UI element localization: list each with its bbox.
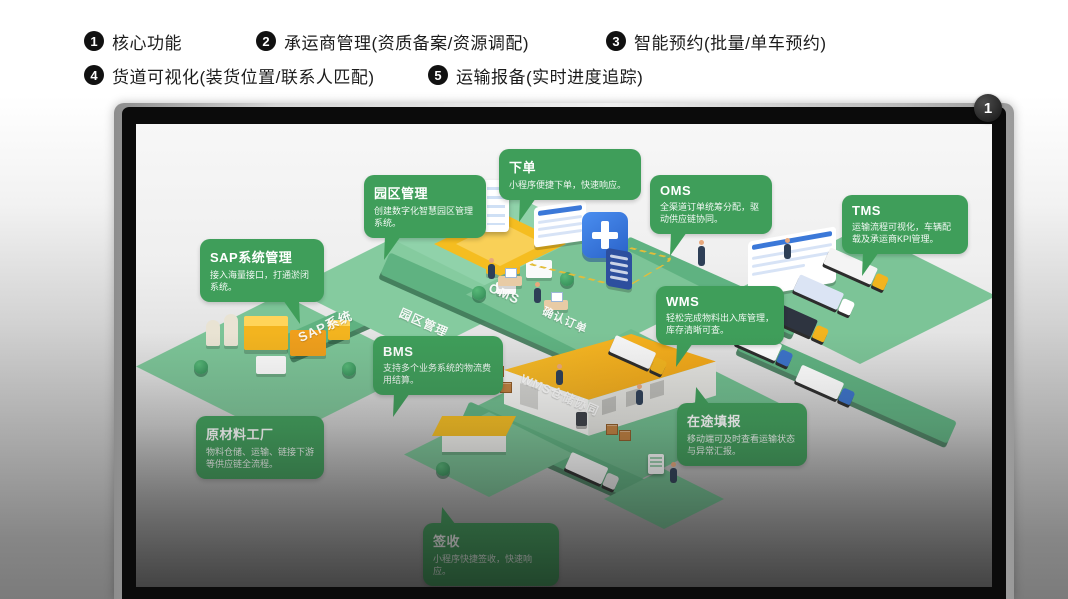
station-canopy (432, 416, 516, 436)
callout-sap: SAP系统管理 接入海量接口，打通淤闭系统。 (200, 239, 324, 325)
legend-item-core: 1 核心功能 (84, 30, 182, 53)
tree (342, 362, 356, 376)
tree (436, 462, 450, 476)
legend-item-lane-visibility: 4 货道可视化(装货位置/联系人匹配) (84, 64, 375, 87)
callout-desc: 小程序便捷下单，快速响应。 (509, 180, 627, 190)
crate (606, 424, 618, 435)
number-1-icon: 1 (84, 31, 104, 51)
callout-park-management: 园区管理 创建数字化智慧园区管理系统。 (364, 175, 486, 261)
number-3-icon: 3 (606, 31, 626, 51)
monitor-frame: SAP系统 园区管理 OMS 确认订单 WMS仓储协同 (114, 103, 1014, 599)
number-5-icon: 5 (428, 65, 448, 85)
callout-sign-receipt: 签收 小程序快捷签收，快速响应。 (423, 507, 559, 587)
callout-desc: 物料仓储、运输、链接下游等供应链全流程。 (206, 447, 315, 470)
silo (224, 314, 238, 346)
callout-wms: WMS 轻松完成物料出入库管理，库存清晰可查。 (656, 286, 784, 368)
number-2-icon: 2 (256, 31, 276, 51)
worker (670, 462, 677, 483)
legend-item-carrier: 2 承运商管理(资质备案/资源调配) (256, 30, 530, 53)
callout-desc: 创建数字化智慧园区管理系统。 (374, 206, 474, 229)
callout-title: WMS (666, 294, 700, 309)
callout-title: 在途填报 (687, 414, 742, 429)
monitor-bezel: SAP系统 园区管理 OMS 确认订单 WMS仓储协同 (122, 107, 1006, 599)
callout-desc: 运输流程可视化，车辆配载及承运商KPI管理。 (852, 222, 952, 245)
worker (636, 384, 643, 405)
callout-raw-material-factory: 原材料工厂 物料仓储、运输、链接下游等供应链全流程。 (196, 416, 324, 480)
factory-building (244, 316, 288, 350)
worker (698, 240, 705, 266)
worker (556, 364, 563, 385)
silo (206, 320, 220, 346)
callout-title: 原材料工厂 (206, 427, 274, 442)
callout-desc: 支持多个业务系统的物流费用结算。 (383, 363, 492, 386)
tree (472, 286, 486, 300)
worker (488, 258, 495, 279)
dashboard-small (534, 200, 586, 248)
monitor-screen: SAP系统 园区管理 OMS 确认订单 WMS仓储协同 (136, 124, 992, 587)
callout-oms: OMS 全渠道订单统筹分配，驱动供应链协同。 (650, 175, 772, 257)
callout-desc: 小程序快捷签收，快速响应。 (433, 554, 533, 577)
worker (784, 238, 791, 259)
legend-label: 核心功能 (112, 33, 182, 53)
callout-tms: TMS 运输流程可视化，车辆配载及承运商KPI管理。 (842, 195, 968, 277)
worker (534, 282, 541, 303)
callout-desc: 全渠道订单统筹分配，驱动供应链协同。 (660, 202, 760, 225)
step-badge: 1 (974, 94, 1002, 122)
callout-desc: 移动端可及时查看运输状态与异常汇报。 (687, 434, 796, 457)
legend-item-booking: 3 智能预约(批量/单车预约) (606, 30, 827, 53)
factory-building (256, 356, 286, 374)
legend-label: 承运商管理(资质备案/资源调配) (284, 33, 530, 53)
callout-title: 园区管理 (374, 186, 429, 201)
callout-desc: 接入海量接口，打通淤闭系统。 (210, 270, 310, 293)
legend-label: 智能预约(批量/单车预约) (634, 33, 827, 53)
legend-label: 货道可视化(装货位置/联系人匹配) (112, 67, 375, 87)
callout-title: BMS (383, 344, 414, 359)
callout-title: TMS (852, 203, 881, 218)
tree (194, 360, 208, 374)
spec-board (606, 247, 632, 291)
legend-item-transport-report: 5 运输报备(实时进度追踪) (428, 64, 644, 87)
callout-bms: BMS 支持多个业务系统的物流费用结算。 (373, 336, 503, 418)
station-base (442, 436, 506, 452)
receipt-doc (648, 454, 664, 474)
callout-in-transit-report: 在途填报 移动端可及时查看运输状态与异常汇报。 (677, 387, 807, 467)
callout-title: OMS (660, 183, 692, 198)
callout-desc: 轻松完成物料出入库管理，库存清晰可查。 (666, 313, 775, 336)
callout-title: 下单 (509, 160, 537, 175)
callout-title: SAP系统管理 (210, 250, 293, 265)
callout-title: 签收 (433, 534, 461, 549)
callout-place-order: 下单 小程序便捷下单，快速响应。 (499, 149, 641, 223)
number-4-icon: 4 (84, 65, 104, 85)
crate (619, 430, 631, 441)
legend-label: 运输报备(实时进度追踪) (456, 67, 644, 87)
